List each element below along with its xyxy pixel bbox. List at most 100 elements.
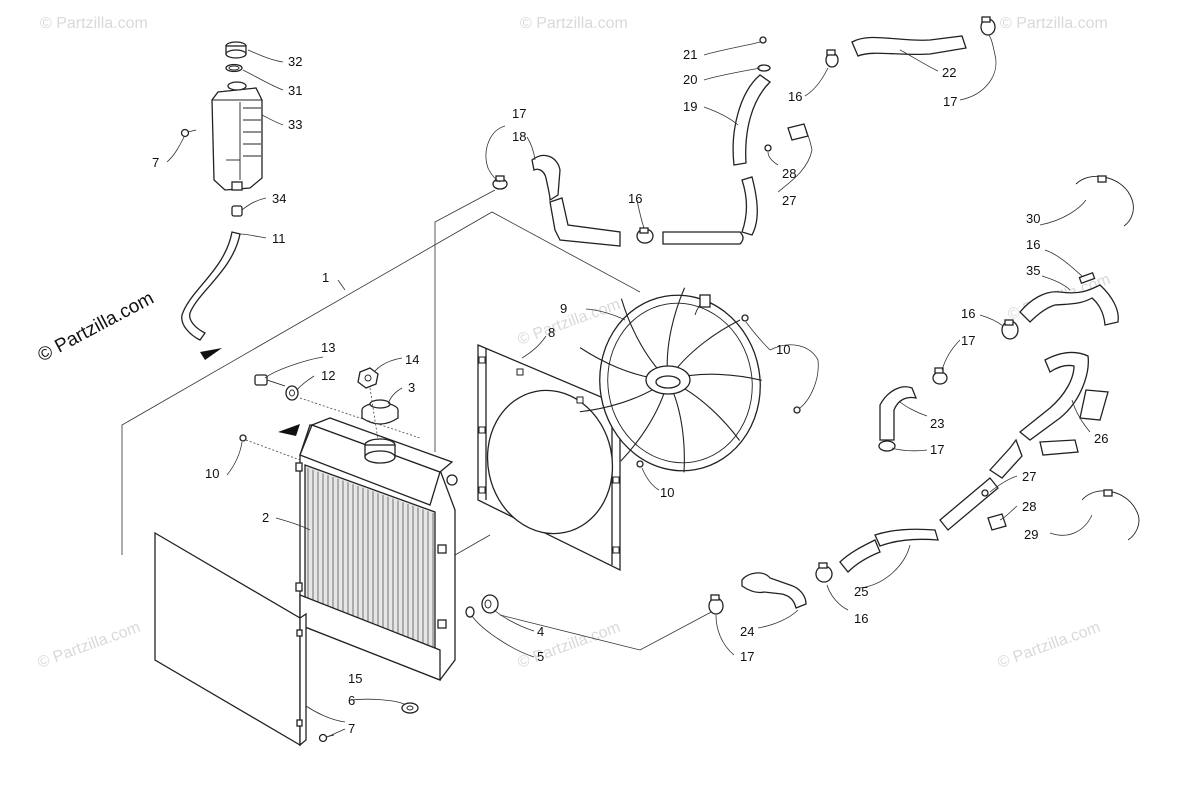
screw bbox=[318, 733, 335, 743]
callout-3: 3 bbox=[408, 380, 415, 395]
callout-35: 35 bbox=[1026, 263, 1040, 278]
callout-25: 25 bbox=[854, 584, 868, 599]
hose-clamp bbox=[825, 49, 839, 68]
hose-clamp bbox=[708, 594, 724, 615]
hose bbox=[879, 386, 918, 441]
screw bbox=[764, 144, 772, 152]
callout-13: 13 bbox=[321, 340, 335, 355]
callout-19: 19 bbox=[683, 99, 697, 114]
tie-strap bbox=[1081, 489, 1140, 541]
callout-18: 18 bbox=[512, 129, 526, 144]
callout-32: 32 bbox=[288, 54, 302, 69]
callout-17: 17 bbox=[930, 442, 944, 457]
callout-7: 7 bbox=[152, 155, 159, 170]
arrow-marker bbox=[278, 424, 300, 436]
callout-16: 16 bbox=[628, 191, 642, 206]
callout-34: 34 bbox=[272, 191, 286, 206]
bolt bbox=[254, 374, 286, 387]
callout-28: 28 bbox=[1022, 499, 1036, 514]
hose-clamp bbox=[980, 16, 996, 36]
screw bbox=[741, 314, 749, 322]
callout-29: 29 bbox=[1024, 527, 1038, 542]
callout-4: 4 bbox=[537, 624, 544, 639]
screw bbox=[981, 489, 989, 497]
drain-plug bbox=[481, 594, 499, 614]
callout-6: 6 bbox=[348, 693, 355, 708]
hose-clip bbox=[987, 513, 1007, 531]
callout-8: 8 bbox=[548, 325, 555, 340]
callout-22: 22 bbox=[942, 65, 956, 80]
reservoir-hose bbox=[181, 205, 243, 360]
hose bbox=[662, 231, 744, 245]
hose-clamp bbox=[636, 227, 654, 244]
hose-clamp bbox=[1001, 319, 1019, 340]
callout-27: 27 bbox=[1022, 469, 1036, 484]
hose bbox=[741, 572, 807, 609]
arrow-marker bbox=[200, 348, 222, 360]
callout-30: 30 bbox=[1026, 211, 1040, 226]
screw bbox=[759, 36, 767, 44]
fan-shroud bbox=[477, 344, 621, 572]
reservoir-cap bbox=[225, 41, 247, 59]
washer bbox=[465, 606, 475, 618]
radiator bbox=[295, 417, 458, 681]
callout-17: 17 bbox=[961, 333, 975, 348]
shroud-tab bbox=[516, 368, 524, 376]
watermark: © Partzilla.com bbox=[1000, 15, 1108, 32]
hose bbox=[732, 74, 772, 236]
hose bbox=[851, 35, 967, 57]
watermark: © Partzilla.com bbox=[516, 296, 623, 349]
hose bbox=[839, 528, 939, 573]
callout-16: 16 bbox=[788, 89, 802, 104]
screw bbox=[239, 434, 301, 461]
callout-17: 17 bbox=[943, 94, 957, 109]
watermark: © Partzilla.com bbox=[40, 15, 148, 32]
radiator-cap bbox=[361, 399, 399, 425]
leader-lines bbox=[166, 34, 1093, 738]
shroud-tab bbox=[478, 486, 486, 494]
callout-11: 11 bbox=[272, 231, 286, 246]
callout-17: 17 bbox=[512, 106, 526, 121]
hose-clamp bbox=[815, 562, 833, 583]
callout-16: 16 bbox=[1026, 237, 1040, 252]
callout-14: 14 bbox=[405, 352, 419, 367]
screw bbox=[793, 406, 801, 414]
callout-15: 15 bbox=[348, 671, 362, 686]
callout-12: 12 bbox=[321, 368, 335, 383]
callout-10: 10 bbox=[660, 485, 674, 500]
shroud-tab bbox=[478, 426, 486, 434]
callout-labels: 32 31 33 7 34 11 1 13 12 14 3 10 2 4 5 1… bbox=[152, 47, 1108, 736]
tie-strap bbox=[1075, 175, 1134, 227]
callout-27: 27 bbox=[782, 193, 796, 208]
shroud-tab bbox=[612, 546, 620, 554]
hose-clamp bbox=[932, 367, 948, 385]
grommet bbox=[401, 702, 419, 714]
watermark-large: © Partzilla.com bbox=[34, 288, 157, 367]
callout-21: 21 bbox=[683, 47, 697, 62]
spacer bbox=[285, 385, 299, 401]
reservoir-seal bbox=[225, 63, 243, 73]
callout-24: 24 bbox=[740, 624, 754, 639]
callout-20: 20 bbox=[683, 72, 697, 87]
shroud-tab bbox=[576, 396, 584, 404]
hose-clamp bbox=[492, 175, 508, 190]
radiator-screen bbox=[154, 531, 307, 747]
callout-28: 28 bbox=[782, 166, 796, 181]
shroud-tab bbox=[612, 476, 620, 484]
callout-10: 10 bbox=[205, 466, 219, 481]
hose bbox=[531, 154, 621, 247]
callout-31: 31 bbox=[288, 83, 302, 98]
coolant-reservoir bbox=[211, 81, 263, 191]
callout-10: 10 bbox=[776, 342, 790, 357]
callout-17: 17 bbox=[740, 649, 754, 664]
hose-clip bbox=[787, 123, 809, 141]
callout-7: 7 bbox=[348, 721, 355, 736]
watermark: © Partzilla.com bbox=[520, 15, 628, 32]
callout-1: 1 bbox=[322, 270, 329, 285]
watermark: © Partzilla.com bbox=[516, 619, 623, 672]
shroud-tab bbox=[478, 356, 486, 364]
cooling-fan bbox=[579, 287, 762, 473]
callout-9: 9 bbox=[560, 301, 567, 316]
callout-16: 16 bbox=[961, 306, 975, 321]
